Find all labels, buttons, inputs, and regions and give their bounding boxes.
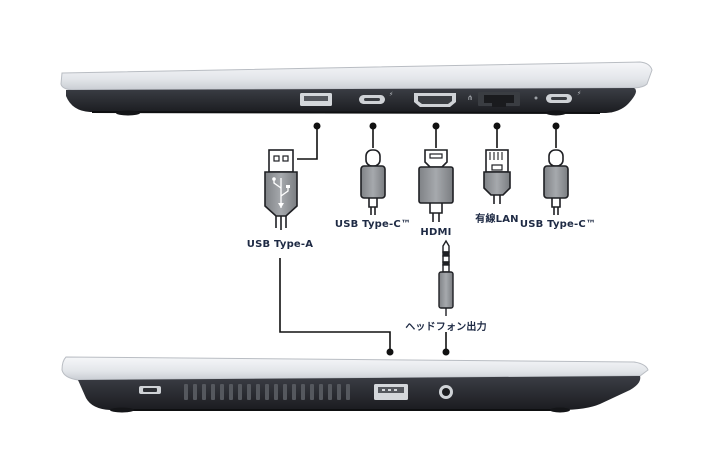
svg-text:⚡: ⚡ — [577, 90, 581, 97]
usb-c-plug-icon — [360, 149, 386, 215]
svg-text:⋔: ⋔ — [467, 94, 473, 102]
label-hdmi: HDMI — [420, 227, 452, 238]
label-usb-type-c-left: USB Type-C™ — [334, 219, 412, 230]
security-slot — [139, 386, 161, 394]
leader-dots — [313, 122, 560, 356]
leader-usb-a-bottom — [279, 258, 391, 352]
usb-c-port-right: ⚡ — [534, 90, 581, 103]
label-usb-type-c-right: USB Type-C™ — [519, 219, 597, 230]
usb-c-plug-icon-right — [543, 149, 569, 215]
usb-a-plug-icon — [264, 149, 298, 230]
usb-a-port-left-side — [374, 384, 408, 400]
laptop-left-side — [61, 356, 649, 413]
usb-a-port — [300, 93, 332, 106]
usb-c-port-left: ⚡ — [359, 91, 393, 104]
svg-text:⚡: ⚡ — [389, 91, 393, 98]
hdmi-port — [414, 93, 456, 107]
rj45-plug-icon — [483, 149, 511, 204]
lan-port: ⋔ — [467, 92, 520, 107]
label-usb-type-a: USB Type-A — [246, 239, 314, 250]
audio-jack-plug-icon — [438, 239, 454, 316]
laptop-right-side: ⚡ ⋔ ⚡ — [60, 61, 653, 116]
hdmi-plug-icon — [418, 149, 454, 222]
label-wired-lan: 有線LAN — [475, 214, 519, 225]
leader-usb-a-top — [297, 126, 318, 160]
cooling-vent — [184, 384, 350, 400]
headphone-jack — [439, 385, 453, 399]
label-headphone-output: ヘッドフォン出力 — [405, 322, 487, 333]
